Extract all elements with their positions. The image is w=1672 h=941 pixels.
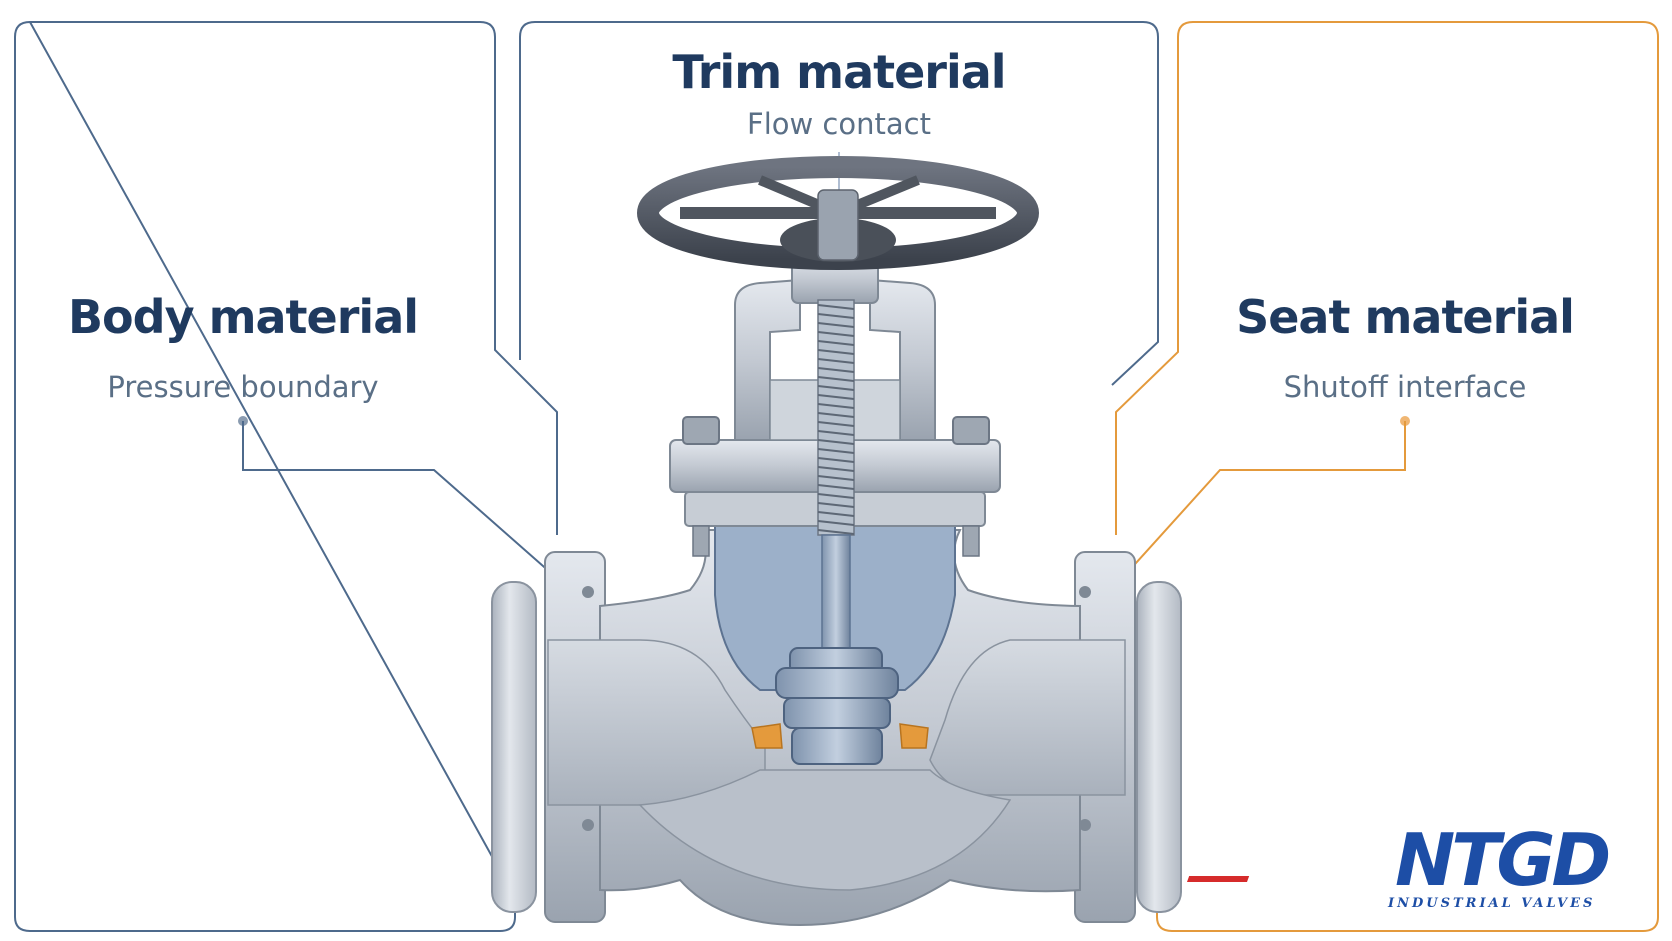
seat-material-title: Seat material bbox=[1236, 290, 1575, 344]
stem-thread bbox=[817, 520, 855, 526]
stem-thread bbox=[817, 331, 855, 337]
lower-chamber bbox=[638, 769, 1012, 891]
body-material-subtitle: Pressure boundary bbox=[107, 370, 379, 404]
stem-thread bbox=[817, 403, 855, 409]
stem-thread bbox=[817, 412, 855, 418]
body-material-title: Body material bbox=[67, 290, 419, 344]
brand-logo-tagline: INDUSTRIAL VALVES bbox=[1388, 896, 1596, 911]
stem-thread bbox=[817, 421, 855, 427]
stem-thread bbox=[817, 493, 855, 499]
left-flange-face bbox=[491, 581, 537, 913]
stem bbox=[821, 534, 851, 666]
stem-thread bbox=[817, 385, 855, 391]
stem-thread bbox=[817, 304, 855, 310]
stem-thread bbox=[817, 448, 855, 454]
stem-thread bbox=[817, 529, 855, 535]
stem-thread bbox=[817, 457, 855, 463]
stem-thread bbox=[817, 340, 855, 346]
valve-disc bbox=[775, 647, 899, 765]
stem-thread bbox=[817, 394, 855, 400]
stem-thread bbox=[817, 322, 855, 328]
threaded-stem bbox=[817, 299, 855, 536]
brand-logo-mark bbox=[1186, 876, 1250, 882]
trim-callout-panel bbox=[519, 21, 1159, 386]
stem-thread bbox=[817, 502, 855, 508]
stem-thread bbox=[817, 358, 855, 364]
body-leader-line bbox=[238, 416, 569, 589]
seat-rings bbox=[751, 723, 929, 749]
stem-thread bbox=[817, 439, 855, 445]
right-flange-face bbox=[1136, 581, 1182, 913]
trim-material-subtitle: Flow contact bbox=[747, 107, 931, 141]
brand-logo-text: NTGD bbox=[1395, 818, 1611, 902]
handwheel bbox=[637, 156, 1039, 270]
stem-thread bbox=[817, 430, 855, 436]
stem-thread bbox=[817, 367, 855, 373]
seat-callout-panel bbox=[1115, 21, 1659, 932]
trim-material-title: Trim material bbox=[672, 45, 1006, 99]
stem-thread bbox=[817, 475, 855, 481]
globe-valve-illustration bbox=[491, 156, 1182, 927]
seat-material-subtitle: Shutoff interface bbox=[1283, 370, 1527, 404]
body-callout-panel bbox=[14, 20, 558, 932]
stem-thread bbox=[817, 313, 855, 319]
bonnet-bolts bbox=[682, 416, 990, 557]
yoke bbox=[734, 278, 801, 441]
stem-thread bbox=[817, 484, 855, 490]
stem-thread bbox=[817, 466, 855, 472]
stem-thread bbox=[817, 511, 855, 517]
stem-thread bbox=[817, 376, 855, 382]
stem-thread bbox=[817, 349, 855, 355]
